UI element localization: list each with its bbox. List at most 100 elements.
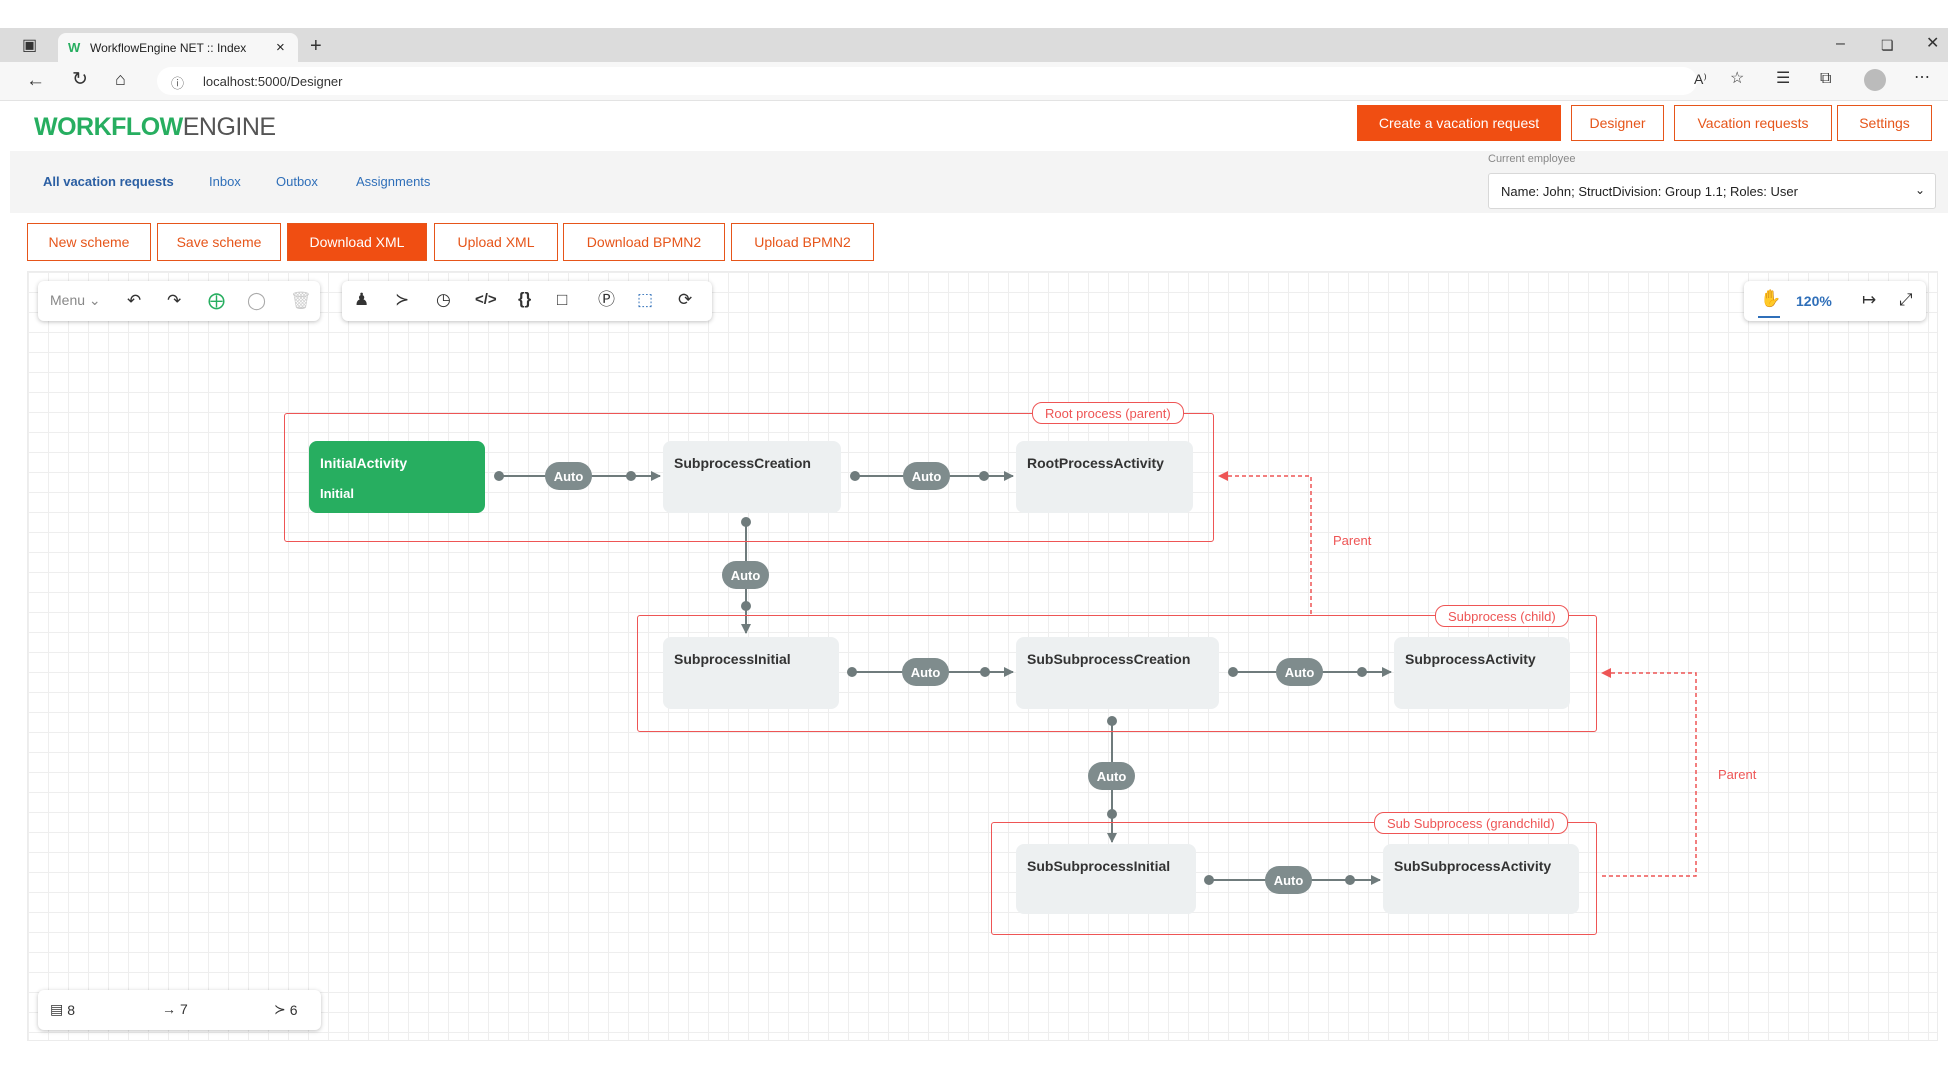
activity-state: Initial (320, 486, 354, 501)
activity-name: RootProcessActivity (1027, 455, 1164, 471)
nav-assignments[interactable]: Assignments (356, 174, 431, 189)
hand-pan-icon[interactable]: ✋ (1760, 289, 1782, 308)
commands-icon[interactable]: ≻ (395, 290, 410, 309)
group-label: Root process (parent) (1032, 402, 1184, 424)
upload-bpmn2-button[interactable]: Upload BPMN2 (731, 223, 874, 261)
upload-xml-button[interactable]: Upload XML (434, 223, 558, 261)
activity-name: InitialActivity (320, 455, 408, 471)
activity-subprocess-initial[interactable]: SubprocessInitial (663, 637, 839, 709)
pan-active-indicator (1758, 316, 1780, 318)
redo-icon[interactable]: ↷ (167, 291, 182, 310)
transitions-count[interactable]: →7 (162, 1001, 188, 1017)
transition-auto-label[interactable]: Auto (1265, 866, 1312, 894)
save-scheme-button[interactable]: Save scheme (157, 223, 281, 261)
group-sub-subprocess[interactable] (991, 822, 1597, 935)
zoom-level[interactable]: 120% (1796, 293, 1832, 309)
menu-toolbar: Menu ⌄ ↶ ↷ ⨁ ◯ 🗑 (38, 281, 320, 321)
comments-icon[interactable]: □ (557, 290, 568, 309)
activity-name: SubSubprocessActivity (1394, 858, 1552, 874)
parent-link[interactable] (1601, 668, 1697, 877)
transition-auto-label[interactable]: Auto (1276, 658, 1323, 686)
download-bpmn2-button[interactable]: Download BPMN2 (563, 223, 725, 261)
add-favorite-icon[interactable]: ☆ (1730, 70, 1745, 87)
settings-button[interactable]: Settings (1837, 105, 1932, 141)
url-text: localhost:5000/Designer (203, 74, 343, 89)
elements-toolbar: ♟ ≻ ◷ </> {} □ Ⓟ ⬚ ⟳ (342, 281, 712, 321)
view-toolbar: ✋ 120% ↦ ⤢ (1744, 281, 1926, 321)
minimize-icon[interactable]: – (1836, 35, 1845, 52)
timers-icon[interactable]: ◷ (436, 290, 451, 309)
nav-inbox[interactable]: Inbox (209, 174, 241, 189)
activity-sub-subprocess-creation[interactable]: SubSubprocessCreation (1016, 637, 1219, 709)
undo-icon[interactable]: ↶ (127, 291, 142, 310)
more-options-icon[interactable]: ⋯ (1914, 69, 1930, 86)
nav-all-vacation-requests[interactable]: All vacation requests (43, 174, 174, 189)
group-root-process[interactable] (284, 413, 1214, 542)
process-parameters-icon[interactable]: Ⓟ (598, 290, 615, 309)
read-aloud-icon[interactable]: A⁾ (1694, 71, 1707, 87)
delete-icon[interactable]: 🗑 (290, 291, 312, 310)
statistics-panel: ▤8 →7 ≻6 (38, 990, 321, 1030)
fit-width-icon[interactable]: ↦ (1862, 290, 1877, 309)
employee-select[interactable]: Name: John; StructDivision: Group 1.1; R… (1488, 173, 1936, 209)
url-field[interactable]: ⓘ localhost:5000/Designer (157, 67, 1697, 95)
activity-name: SubSubprocessInitial (1027, 858, 1171, 874)
designer-button[interactable]: Designer (1571, 105, 1664, 141)
new-scheme-button[interactable]: New scheme (27, 223, 151, 261)
create-vacation-request-button[interactable]: Create a vacation request (1357, 105, 1561, 141)
code-actions-icon[interactable]: </> (475, 291, 497, 308)
employee-select-value: Name: John; StructDivision: Group 1.1; R… (1501, 183, 1798, 199)
parent-label: Parent (1718, 767, 1757, 782)
parameters-icon[interactable]: {} (518, 289, 532, 308)
nav-outbox[interactable]: Outbox (276, 174, 318, 189)
favicon-icon: W (68, 40, 81, 55)
history-icon[interactable]: ⟳ (678, 290, 693, 309)
commands-count[interactable]: ≻6 (274, 1001, 298, 1018)
transition-auto-label[interactable]: Auto (545, 462, 592, 490)
app-logo[interactable]: WORKFLOWENGINE (34, 113, 276, 141)
activity-initial[interactable]: InitialActivity Initial (309, 441, 485, 513)
actors-icon[interactable]: ♟ (354, 290, 370, 309)
restore-icon[interactable]: ❏ (1881, 37, 1894, 53)
chevron-down-icon: ⌄ (1914, 183, 1925, 197)
designer-canvas[interactable] (27, 271, 1938, 1041)
favorites-icon[interactable]: ☰ (1776, 70, 1791, 87)
new-tab-icon[interactable]: + (310, 35, 322, 57)
vacation-requests-button[interactable]: Vacation requests (1674, 105, 1832, 141)
activity-sub-subprocess-initial[interactable]: SubSubprocessInitial (1016, 844, 1196, 914)
activity-subprocess-activity[interactable]: SubprocessActivity (1394, 637, 1570, 709)
window-close-icon[interactable]: ✕ (1926, 35, 1940, 52)
tab-actions-icon[interactable]: ▣ (22, 37, 38, 54)
refresh-icon[interactable]: ↻ (72, 69, 88, 90)
transition-auto-label[interactable]: Auto (1088, 762, 1135, 790)
profile-avatar[interactable] (1864, 69, 1886, 91)
browser-tab[interactable]: W WorkflowEngine NET :: Index × (58, 33, 298, 62)
back-icon[interactable]: ← (26, 70, 45, 91)
select-area-icon[interactable]: ⬚ (637, 290, 654, 309)
collections-icon[interactable]: ⧉ (1820, 70, 1832, 87)
activity-sub-subprocess-activity[interactable]: SubSubprocessActivity (1383, 844, 1579, 914)
activity-subprocess-creation[interactable]: SubprocessCreation (663, 441, 841, 513)
current-employee-label: Current employee (1488, 153, 1576, 165)
parent-label: Parent (1333, 533, 1372, 548)
transition-auto-label[interactable]: Auto (902, 658, 949, 686)
home-icon[interactable]: ⌂ (115, 69, 126, 89)
info-icon: ⓘ (171, 76, 185, 91)
tab-close-icon[interactable]: × (276, 39, 285, 56)
transition-auto-label[interactable]: Auto (903, 462, 950, 490)
group-subprocess[interactable] (637, 615, 1597, 732)
activity-name: SubprocessCreation (674, 455, 811, 471)
transition-auto-label[interactable]: Auto (722, 561, 769, 589)
fullscreen-icon[interactable]: ⤢ (1899, 290, 1913, 309)
activity-name: SubprocessActivity (1405, 651, 1536, 667)
parent-link[interactable] (1218, 471, 1312, 614)
toggle-icon[interactable]: ◯ (247, 291, 267, 310)
menu-dropdown[interactable]: Menu ⌄ (50, 292, 101, 308)
browser-tab-bar (0, 28, 1948, 62)
download-xml-button[interactable]: Download XML (287, 223, 427, 261)
add-activity-icon[interactable]: ⨁ (208, 291, 225, 310)
activity-root-process-activity[interactable]: RootProcessActivity (1016, 441, 1193, 513)
group-label: Subprocess (child) (1435, 605, 1569, 627)
activities-count[interactable]: ▤8 (50, 1001, 76, 1018)
commands-icon: ≻ (274, 1001, 286, 1017)
